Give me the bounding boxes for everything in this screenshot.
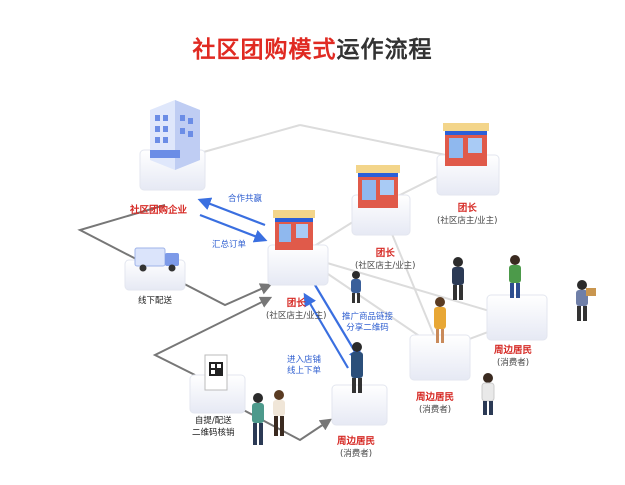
- resident-3-subtitle: (消费者): [496, 357, 530, 368]
- resident-1-title: 周边居民: [337, 436, 376, 447]
- store-icon: [356, 165, 400, 208]
- leader-2-title: 团长: [375, 248, 395, 259]
- flow-enter-line2: 线上下单: [287, 366, 322, 377]
- main-leader-subtitle: (社区店主/业主): [266, 310, 327, 321]
- resident-1-subtitle: (消费者): [339, 448, 373, 459]
- building-icon: [150, 100, 200, 170]
- person-icon: [273, 390, 285, 436]
- pickup-line1: 自提/配送: [194, 416, 232, 426]
- truck-icon: [134, 247, 179, 272]
- person-icon: [351, 271, 361, 303]
- flow-cooperate: 合作共赢: [228, 194, 263, 204]
- person-icon: [351, 342, 363, 393]
- leader-2-subtitle: (社区店主/业主): [355, 260, 416, 271]
- store-icon: [443, 123, 489, 166]
- qr-code-icon: [204, 354, 228, 391]
- leader-3-title: 团长: [457, 203, 477, 214]
- flow-enter-line1: 进入店铺: [287, 355, 322, 365]
- main-leader-title: 团长: [286, 298, 306, 309]
- enterprise-title: 社区团购企业: [130, 205, 188, 216]
- resident-2-subtitle: (消费者): [418, 404, 452, 415]
- resident-2-label: 周边居民 (消费者): [416, 392, 454, 416]
- person-icon: [434, 297, 446, 343]
- title-rest: 运作流程: [336, 37, 433, 63]
- leader-2-label: 团长 (社区店主/业主): [355, 248, 416, 272]
- person-icon: [481, 373, 495, 415]
- page-title: 社区团购模式运作流程: [0, 30, 625, 64]
- main-leader-label: 团长 (社区店主/业主): [266, 298, 327, 322]
- pickup-qr-label: 自提/配送 二维码核销: [192, 416, 235, 440]
- enterprise-label: 社区团购企业: [130, 205, 187, 218]
- resident-3-label: 周边居民 (消费者): [494, 345, 532, 369]
- person-icon: [452, 257, 464, 300]
- flow-summarize-orders: 汇总订单: [212, 240, 247, 250]
- person-icon: [252, 393, 264, 445]
- flow-promote-line2: 分享二维码: [346, 323, 389, 334]
- pickup-line2: 二维码核销: [192, 427, 235, 438]
- resident-3-title: 周边居民: [494, 345, 533, 356]
- leader-3-label: 团长 (社区店主/业主): [437, 203, 498, 227]
- flow-promote: 推广商品链接 分享二维码: [342, 312, 393, 335]
- flow-promote-line1: 推广商品链接: [342, 312, 394, 322]
- offline-delivery-label: 线下配送: [138, 296, 173, 306]
- resident-2-title: 周边居民: [416, 392, 455, 403]
- leader-3-subtitle: (社区店主/业主): [437, 215, 498, 226]
- person-icon: [509, 255, 521, 298]
- title-highlight: 社区团购模式: [192, 37, 337, 63]
- resident-1-label: 周边居民 (消费者): [337, 436, 375, 460]
- store-icon: [273, 210, 315, 250]
- person-icon: [576, 280, 596, 321]
- flow-enter-store: 进入店铺 线上下单: [287, 355, 321, 378]
